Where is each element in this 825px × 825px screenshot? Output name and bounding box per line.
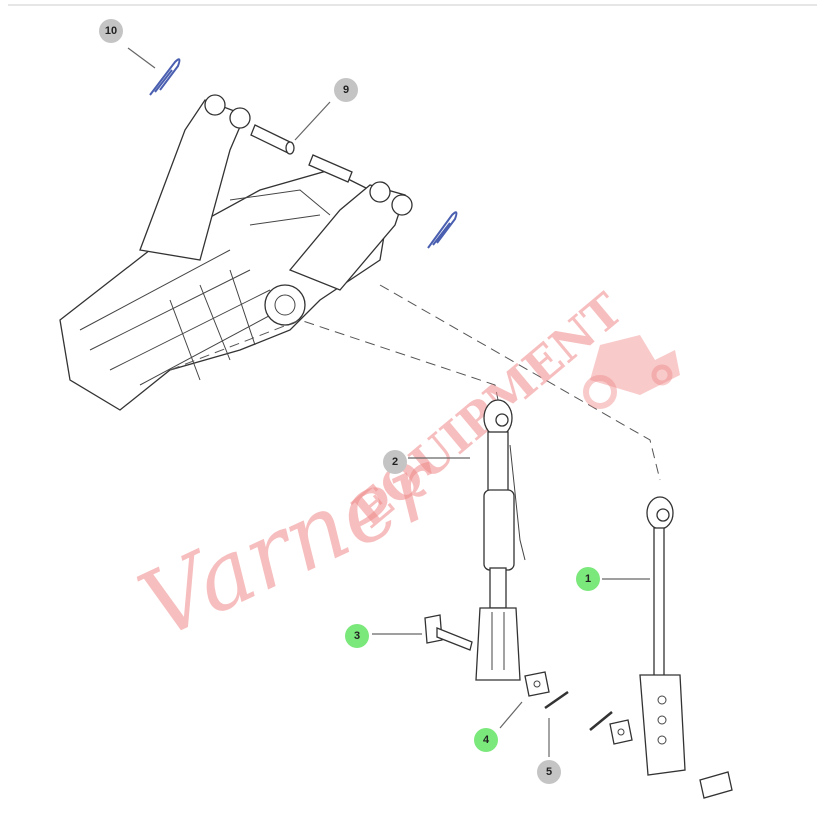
svg-text:9: 9 [343,84,349,96]
svg-text:4: 4 [483,734,490,746]
guide-line-link-1 [379,284,661,481]
svg-text:1: 1 [585,573,591,585]
link-part-1 [639,496,733,799]
callout-2[interactable]: 2 [383,450,407,474]
top-divider [8,4,817,6]
svg-text:2: 2 [392,456,398,468]
guide-line-link-2 [169,319,501,411]
pin-part-3 [424,614,473,651]
callout-1[interactable]: 1 [576,567,600,591]
callout-3[interactable]: 3 [345,624,369,648]
svg-text:5: 5 [546,766,552,778]
hydraulic-housing [59,94,413,411]
pin-part-9 [250,124,353,183]
callout-5[interactable]: 5 [537,760,561,784]
svg-text:3: 3 [354,630,360,642]
callout-9[interactable]: 9 [334,78,358,102]
callout-4[interactable]: 4 [474,728,498,752]
washer-part-4 [524,671,633,745]
top-link-part-2 [475,399,526,681]
hair-pin-part-10 [149,58,458,249]
callout-10[interactable]: 10 [99,19,123,43]
svg-text:10: 10 [105,25,117,37]
clip-part-5 [544,690,613,731]
